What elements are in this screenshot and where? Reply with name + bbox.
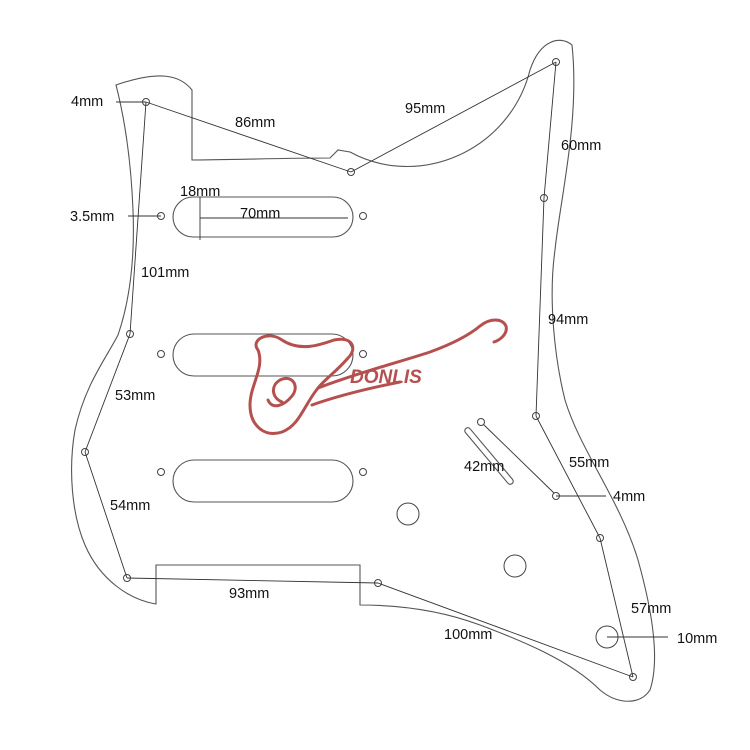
label-left-upper-span: 101mm (141, 265, 189, 281)
pickup-slot-neck (172, 196, 354, 240)
logo-body (248, 334, 355, 435)
knob-hole-2 (503, 554, 527, 578)
pickup-slot-bridge (172, 459, 354, 503)
label-left-mid-span: 53mm (115, 388, 155, 404)
label-bottom-span: 93mm (229, 586, 269, 602)
label-screw-right: 4mm (613, 489, 645, 505)
label-pickup-screw: 3.5mm (70, 209, 114, 225)
pickup-slot-middle (172, 333, 354, 377)
label-top-right-span: 95mm (405, 101, 445, 117)
label-jack-hole: 10mm (677, 631, 717, 647)
dimension-lines (84, 61, 668, 678)
donlis-logo: DONLIS (248, 318, 508, 435)
guitar-logo-icon (248, 318, 508, 435)
label-left-lower-span: 54mm (110, 498, 150, 514)
label-right-upper-span: 60mm (561, 138, 601, 154)
label-slot-length: 42mm (464, 459, 504, 475)
logo-neck (316, 318, 508, 390)
knob-hole-1 (396, 502, 420, 526)
switch-slot (464, 422, 556, 495)
label-right-mid-span: 94mm (548, 312, 588, 328)
label-right-bottom-span: 57mm (631, 601, 671, 617)
label-pickup-width: 18mm (180, 184, 220, 200)
label-top-left-span: 86mm (235, 115, 275, 131)
pickguard-outline (71, 39, 655, 702)
label-pickup-length: 70mm (240, 206, 280, 222)
label-bottom-right-span: 100mm (444, 627, 492, 643)
logo-clef (266, 377, 297, 408)
logo-swoosh (310, 380, 402, 407)
logo-text: DONLIS (350, 367, 422, 388)
label-screw-top-left: 4mm (71, 94, 103, 110)
label-right-lower-span: 55mm (569, 455, 609, 471)
